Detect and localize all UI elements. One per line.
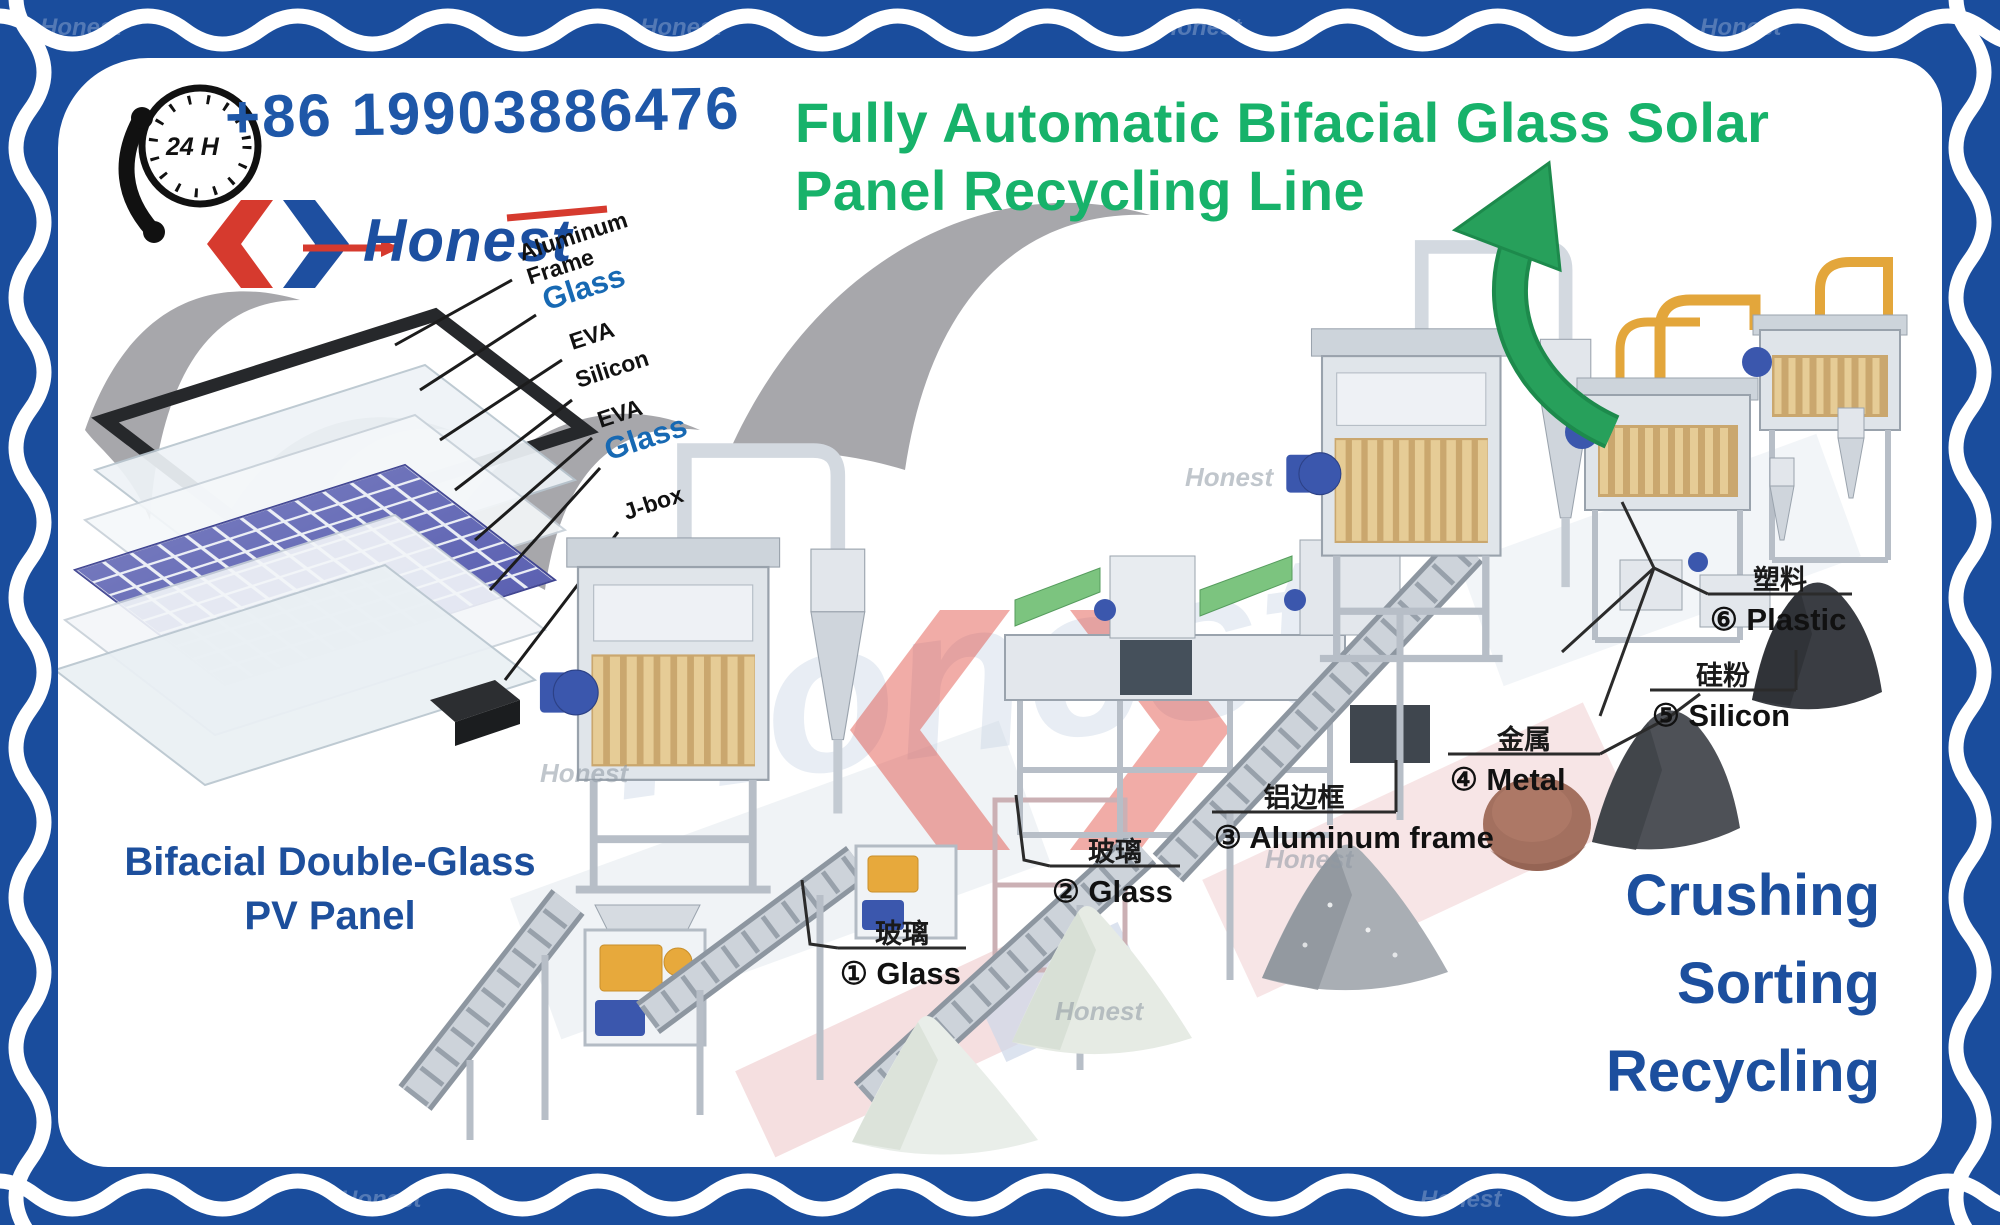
output-5-en: ⑤ Silicon: [1652, 698, 1791, 733]
output-1-zh: 玻璃: [875, 919, 929, 949]
watermark-border-3: Honest: [1160, 14, 1242, 41]
watermark-small-4: Honest: [1185, 462, 1274, 492]
watermark-border-6: Honest: [1420, 1186, 1502, 1213]
hotline-badge: 24 H: [166, 133, 219, 161]
watermark-border-1: Honest: [40, 14, 122, 41]
watermark-small-2: Honest: [1055, 996, 1144, 1026]
panel-caption-line-2: PV Panel: [244, 894, 416, 938]
output-4-en: ④ Metal: [1450, 762, 1566, 797]
title-line-2: Panel Recycling Line: [795, 159, 1366, 222]
output-3-num: ③: [1214, 820, 1242, 855]
watermark-border-2: Honest: [640, 14, 722, 41]
output-2-en: ② Glass: [1052, 874, 1173, 909]
output-2-num: ②: [1052, 874, 1080, 909]
output-4-zh: 金属: [1497, 725, 1551, 755]
watermark-border-4: Honest: [1700, 14, 1782, 41]
output-3-zh: 铝边框: [1263, 783, 1345, 813]
keyword-sorting: Sorting: [1677, 951, 1880, 1016]
output-2-zh: 玻璃: [1088, 837, 1142, 867]
title-line-1: Fully Automatic Bifacial Glass Solar: [795, 91, 1770, 154]
keyword-recycling: Recycling: [1606, 1039, 1880, 1104]
watermark-border-5: Honest: [340, 1186, 422, 1213]
keyword-crushing: Crushing: [1625, 863, 1880, 928]
output-4-num: ④: [1450, 762, 1478, 797]
keywords-block: Crushing Sorting Recycling: [1400, 852, 1880, 1116]
phone-number: +86 19903886476: [224, 74, 742, 151]
output-1-en: ① Glass: [840, 956, 961, 991]
output-1-num: ①: [840, 956, 868, 991]
output-5-zh: 硅粉: [1696, 661, 1750, 691]
watermark-small-1: Honest: [540, 758, 629, 788]
panel-caption: Bifacial Double-Glass PV Panel: [95, 835, 565, 943]
output-3-en: ③ Aluminum frame: [1214, 820, 1494, 855]
output-6-zh: 塑料: [1753, 565, 1807, 595]
output-5-num: ⑤: [1652, 698, 1680, 733]
panel-caption-line-1: Bifacial Double-Glass: [124, 840, 536, 884]
output-6-en: ⑥ Plastic: [1710, 602, 1847, 637]
output-6-num: ⑥: [1710, 602, 1738, 637]
